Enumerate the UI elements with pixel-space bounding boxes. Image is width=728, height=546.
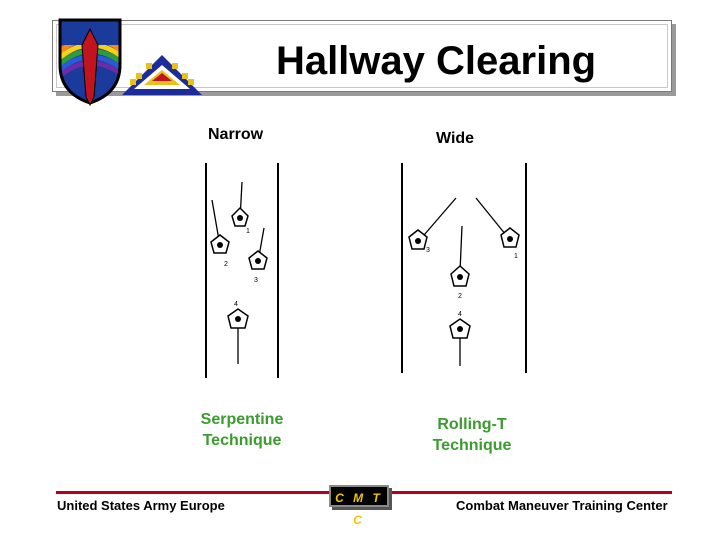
slide-title: Hallway Clearing bbox=[275, 39, 597, 83]
narrow-technique-line-1: Serpentine bbox=[200, 411, 284, 428]
narrow-soldier-3 bbox=[248, 227, 268, 270]
wide-number-4: 4 bbox=[458, 311, 462, 318]
narrow-number-4: 4 bbox=[234, 301, 238, 308]
narrow-number-1: 1 bbox=[246, 228, 250, 235]
narrow-soldier-1 bbox=[231, 181, 249, 227]
narrow-technique-line-2: Technique bbox=[202, 432, 282, 449]
narrow-soldier-2 bbox=[210, 199, 230, 254]
narrow-technique-caption: Serpentine Technique bbox=[184, 409, 300, 451]
narrow-number-2: 2 bbox=[224, 261, 228, 268]
footer-center-name: Combat Maneuver Training Center bbox=[456, 498, 668, 513]
wide-technique-line-2: Technique bbox=[432, 437, 512, 454]
narrow-number-3: 3 bbox=[254, 277, 258, 284]
wide-number-3: 3 bbox=[426, 247, 430, 254]
narrow-label: Narrow bbox=[208, 126, 264, 143]
title-bar-inner-border bbox=[56, 24, 668, 88]
wide-soldier-center bbox=[450, 225, 470, 287]
footer-organization: United States Army Europe bbox=[57, 498, 225, 513]
wide-number-2: 2 bbox=[458, 293, 462, 300]
wide-number-1: 1 bbox=[514, 253, 518, 260]
wide-technique-caption: Rolling-T Technique bbox=[414, 414, 530, 456]
wide-soldier-left bbox=[408, 197, 457, 250]
cmtc-badge: C M T C bbox=[329, 485, 389, 527]
wide-soldier-rear bbox=[449, 318, 471, 366]
wide-hallway-diagram: 3 1 2 4 bbox=[401, 163, 527, 373]
wide-label: Wide bbox=[436, 130, 475, 147]
narrow-soldier-4 bbox=[227, 308, 249, 364]
usareur-shield-icon bbox=[58, 18, 202, 107]
wide-soldier-right bbox=[475, 197, 520, 248]
narrow-hallway-diagram: 1 2 3 4 bbox=[205, 163, 279, 378]
wide-technique-line-1: Rolling-T bbox=[437, 416, 507, 433]
